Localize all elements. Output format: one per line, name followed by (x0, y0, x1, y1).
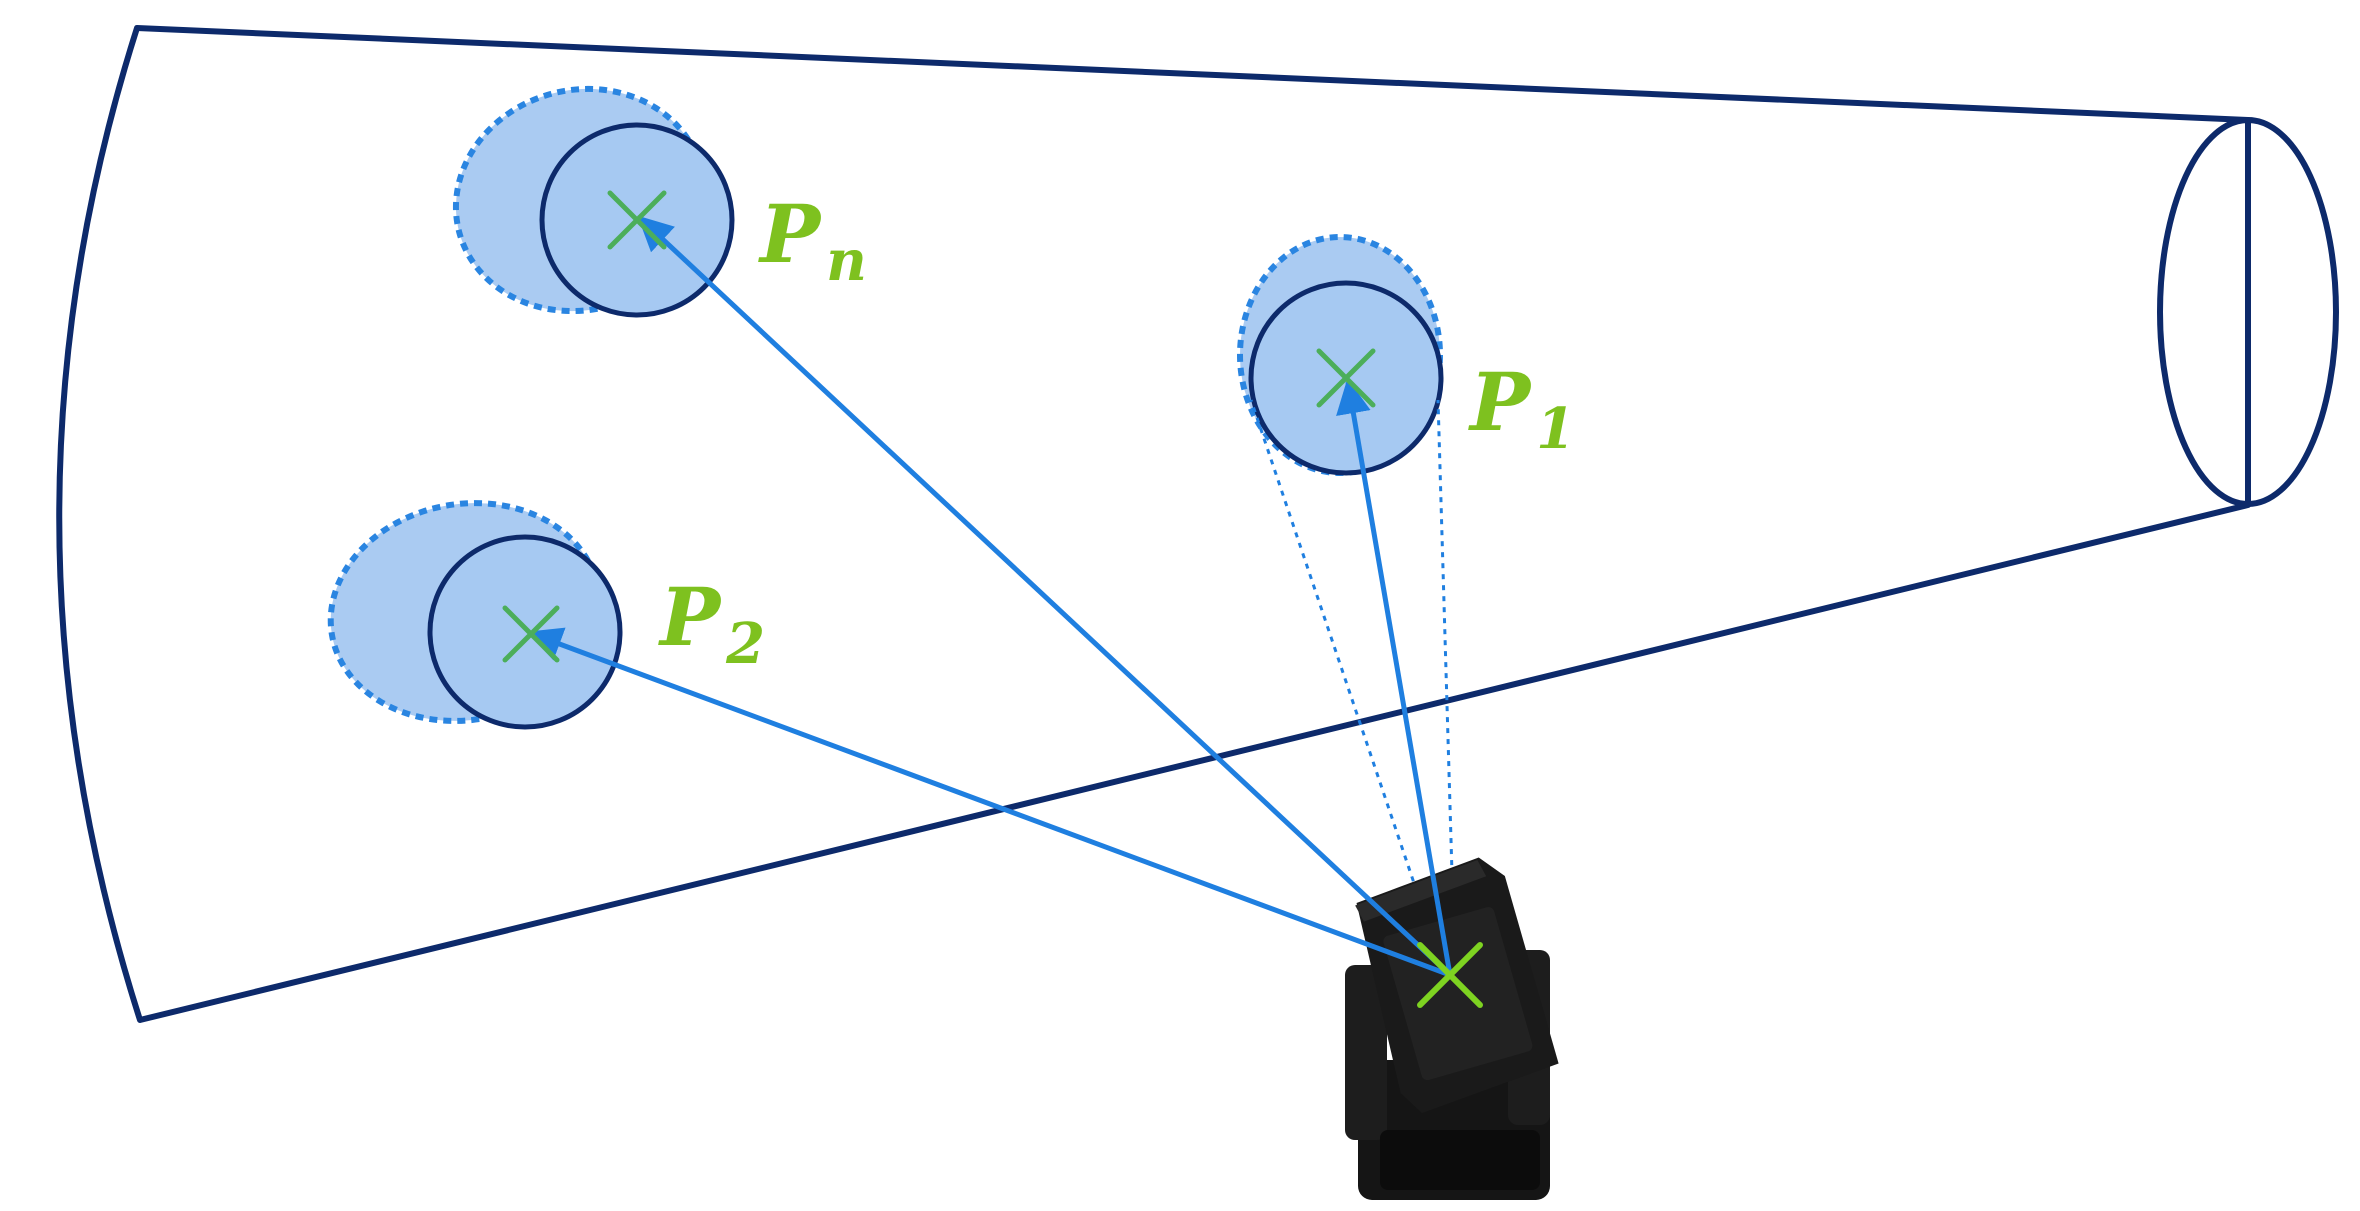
cross-marker-icon (502, 605, 560, 663)
cross-marker-icon (1316, 348, 1376, 408)
point-pn-group (452, 85, 735, 318)
frustum-far-end (2157, 117, 2339, 507)
object-circle-p2 (427, 534, 623, 730)
arrow-to-p1 (1336, 378, 1453, 976)
cross-marker-icon (607, 190, 667, 250)
point-p2-group (327, 500, 623, 730)
tangent-line-right (1436, 399, 1457, 976)
arrow-to-pn (637, 215, 1452, 977)
field-of-view-frustum (56, 25, 2251, 1023)
point-p1-group (1237, 234, 1444, 476)
arrow-to-p2 (526, 627, 1451, 978)
tangent-line-left (1249, 399, 1447, 976)
cross-marker-icon (1417, 942, 1483, 1008)
